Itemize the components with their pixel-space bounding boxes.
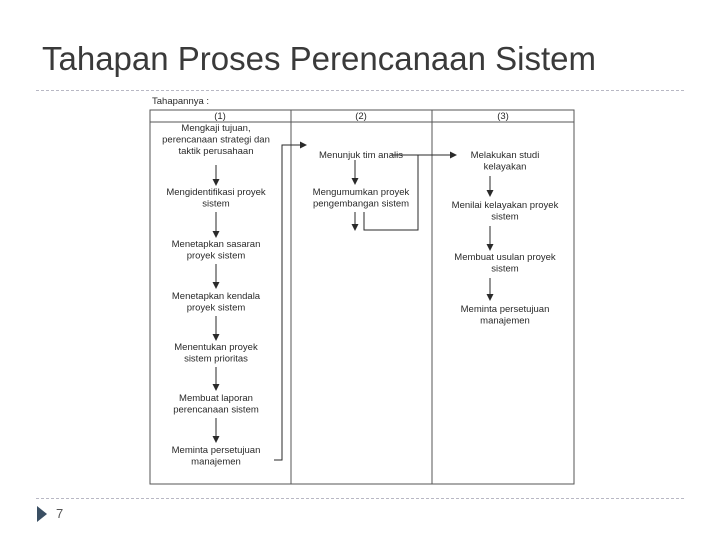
col1-step-2-line-1: Mengidentifikasi proyek [166, 187, 266, 198]
col1-step-6-line-1: Membuat laporan [179, 393, 253, 404]
col1-step-1-line-3: taktik perusahaan [179, 146, 254, 157]
connector-c1-c2-line [274, 144, 284, 461]
column-header-1: (1) [214, 111, 226, 122]
col3-step-3-line-1: Membuat usulan proyek [454, 252, 556, 263]
col1-step-3-line-2: proyek sistem [187, 251, 246, 262]
title-divider [36, 90, 684, 91]
col1-step-1-line-1: Mengkaji tujuan, [181, 123, 250, 134]
col1-step-2-line-2: sistem [202, 199, 230, 210]
col3-step-1-line-2: kelayakan [484, 162, 527, 173]
column-header-2: (2) [355, 111, 367, 122]
col1-step-6-line-2: perencanaan sistem [173, 405, 259, 416]
col1-step-4-line-2: proyek sistem [187, 303, 246, 314]
col3-step-2-line-1: Menilai kelayakan proyek [452, 200, 559, 211]
col3-step-4-line-2: manajemen [480, 316, 530, 327]
col1-step-1-line-2: perencanaan strategi dan [162, 135, 270, 146]
col1-step-7-line-1: Meminta persetujuan [172, 445, 261, 456]
col1-step-7-line-2: manajemen [191, 457, 241, 468]
connector-c2-c3-line [363, 155, 419, 231]
col3-step-4-line-1: Meminta persetujuan [461, 304, 550, 315]
col1-step-5-line-1: Menentukan proyek [174, 342, 258, 353]
col1-step-5-line-2: sistem prioritas [184, 354, 248, 365]
col1-step-4-line-1: Menetapkan kendala [172, 291, 261, 302]
column-header-3: (3) [497, 111, 509, 122]
col3-step-2-line-2: sistem [491, 212, 519, 223]
col2-step-2-line-2: pengembangan sistem [313, 199, 409, 210]
col3-step-3-line-2: sistem [491, 264, 519, 275]
process-steps: Mengkaji tujuan,perencanaan strategi dan… [162, 123, 558, 468]
diagram-heading: Tahapannya : [152, 96, 209, 107]
diagram-frame [149, 109, 575, 485]
col1-step-3-line-1: Menetapkan sasaran [172, 239, 261, 250]
col3-step-1-line-1: Melakukan studi [471, 150, 540, 161]
slide-title: Tahapan Proses Perencanaan Sistem [42, 40, 597, 77]
page-number: 7 [56, 506, 64, 521]
footer-divider [36, 498, 684, 499]
col2-step-1-line-1: Menunjuk tim analis [319, 150, 403, 161]
page-marker-icon [37, 506, 47, 522]
col2-step-2-line-1: Mengumumkan proyek [313, 187, 410, 198]
